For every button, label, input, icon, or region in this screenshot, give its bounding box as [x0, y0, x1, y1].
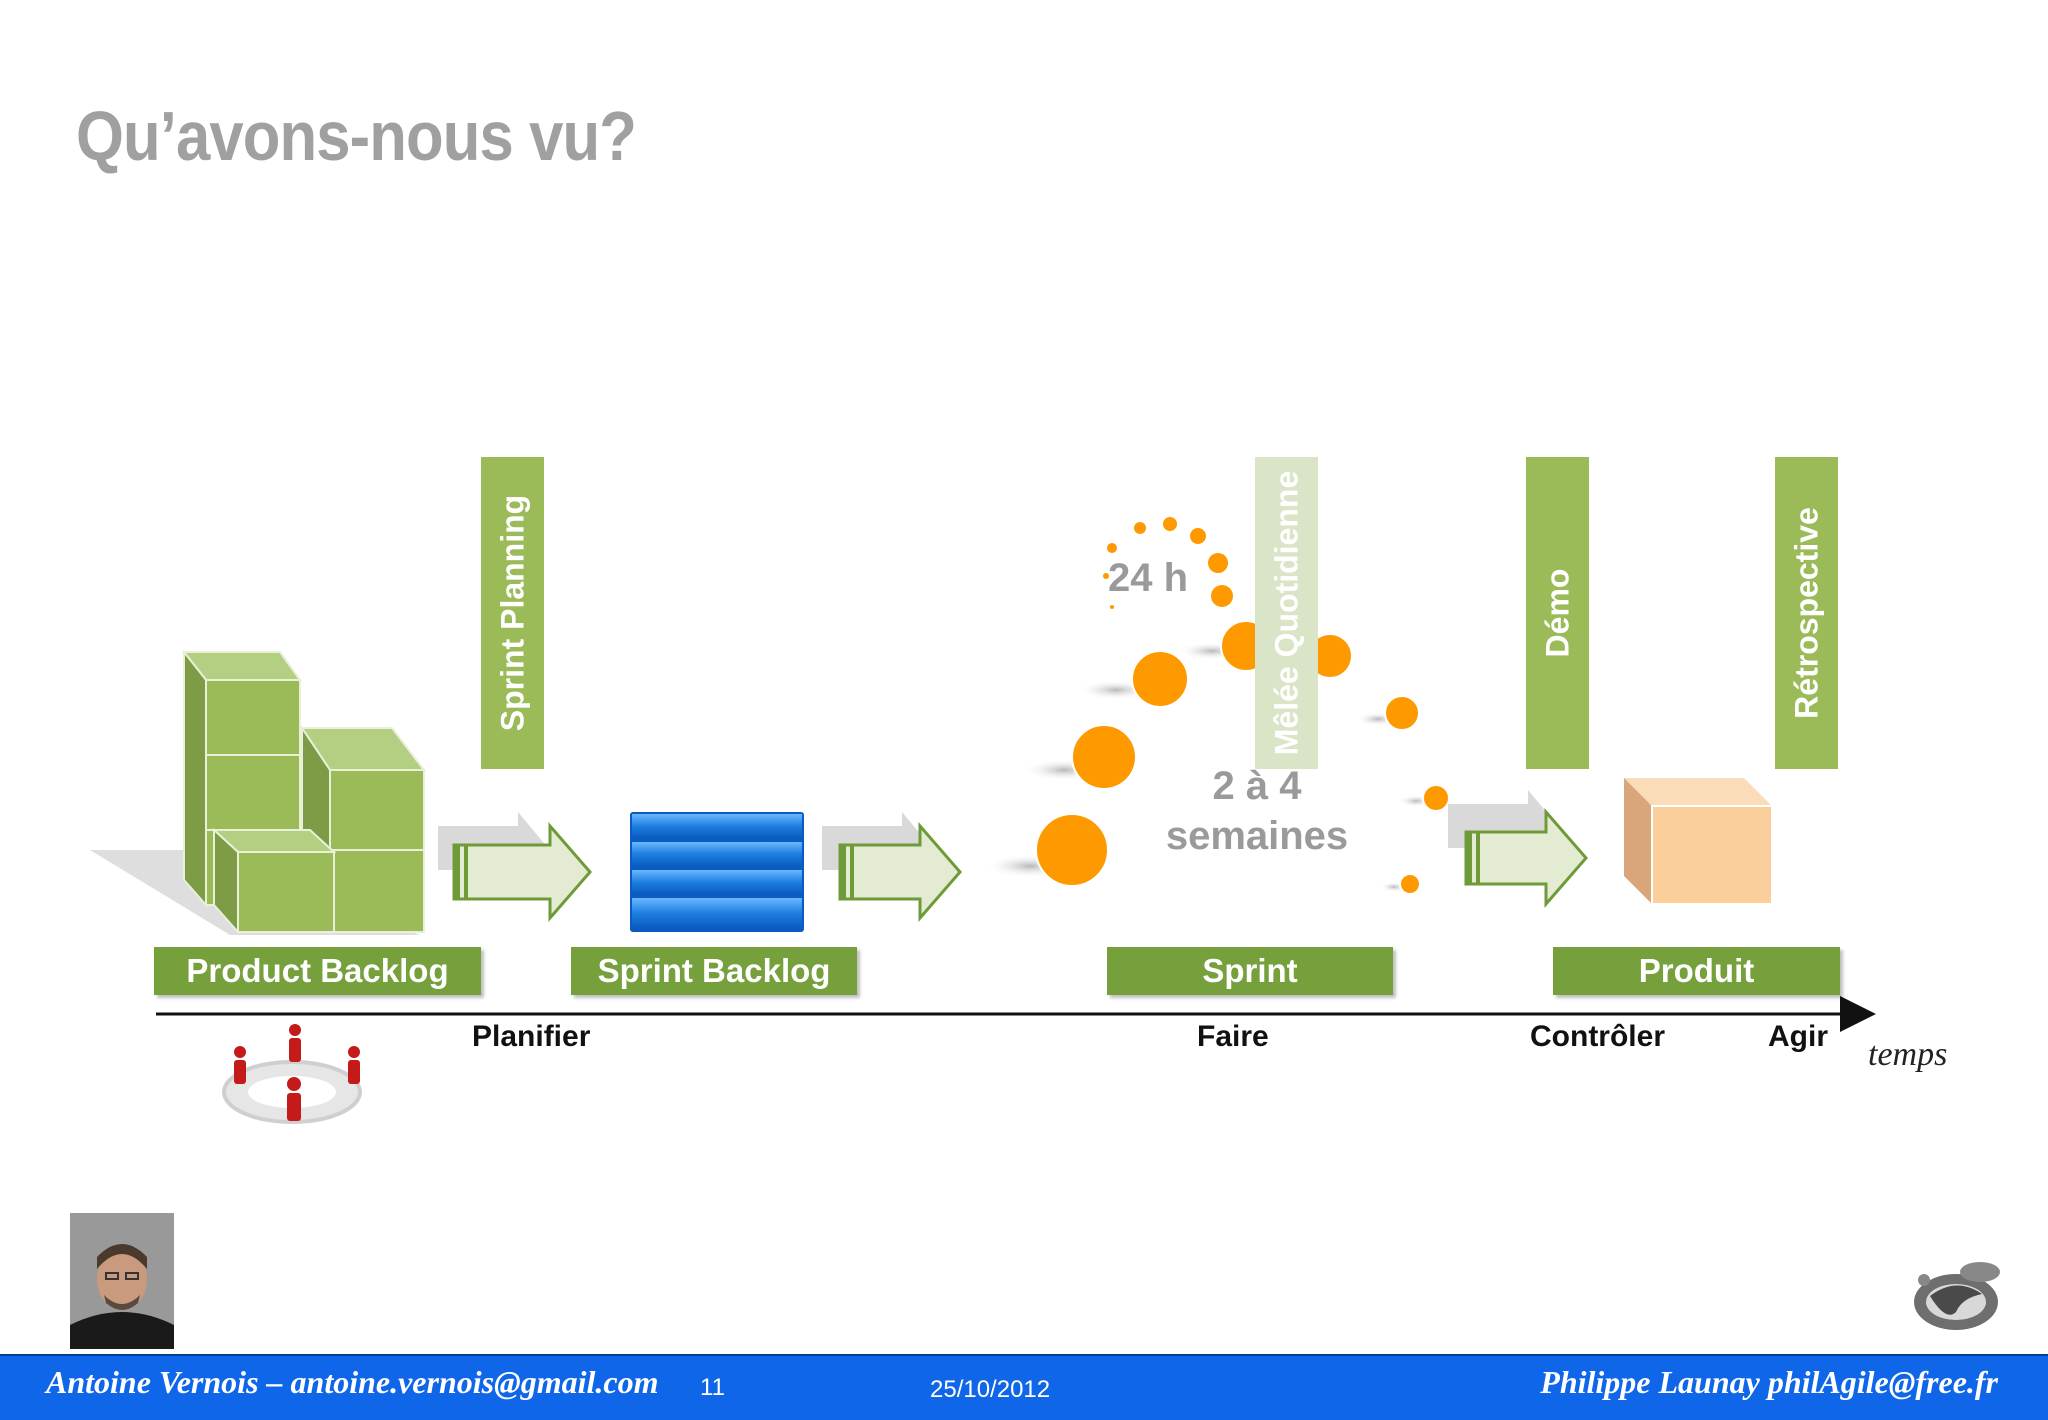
cube [329, 769, 425, 851]
team-meeting-icon [222, 1024, 362, 1124]
flow-arrow-3 [1448, 790, 1588, 909]
company-logo [1914, 1262, 2000, 1330]
phase-faire: Faire [1197, 1020, 1269, 1053]
phase-controler: Contrôler [1530, 1020, 1665, 1053]
sprint-backlog-stack [630, 812, 804, 932]
footer-date: 25/10/2012 [930, 1376, 1051, 1403]
time-axis-label: temps [1868, 1036, 1948, 1073]
product-backlog-cubes [90, 649, 427, 935]
flow-arrow-1 [438, 812, 592, 923]
cube [329, 849, 425, 933]
cube-side [183, 649, 207, 908]
flow-arrow-2 [822, 812, 962, 923]
sprint-planning-bar: Sprint Planning [481, 457, 544, 769]
daily-scrum-label: Mêlée Quotidienne [1268, 470, 1304, 756]
sprint-planning-label: Sprint Planning [494, 494, 530, 732]
phase-planifier: Planifier [472, 1020, 591, 1053]
product-box [1624, 778, 1773, 905]
footer-bar [0, 1354, 2048, 1420]
phase-agir: Agir [1768, 1020, 1828, 1053]
slide-title: Qu’avons-nous vu? [76, 97, 637, 175]
retrospective-bar: Rétrospective [1775, 457, 1838, 769]
sprint-duration-line1: 2 à 4 [1212, 764, 1302, 808]
presenter-video-thumbnail [70, 1213, 174, 1349]
daily-cycle-dots [1103, 517, 1233, 609]
product-label: Produit [1553, 947, 1840, 995]
cube [237, 851, 335, 933]
sprint-duration-line2: semaines [1165, 814, 1349, 858]
daily-cycle-label: 24 h [1108, 556, 1189, 600]
demo-label: Démo [1539, 568, 1575, 658]
sprint-label: Sprint [1107, 947, 1393, 995]
footer-page-number: 11 [700, 1374, 725, 1401]
sprint-backlog-label: Sprint Backlog [571, 947, 857, 995]
retrospective-label: Rétrospective [1788, 507, 1824, 719]
cube [205, 679, 301, 756]
footer-author-left: Antoine Vernois – antoine.vernois@gmail.… [46, 1364, 659, 1400]
product-backlog-label: Product Backlog [154, 947, 481, 995]
daily-scrum-bar: Mêlée Quotidienne [1255, 457, 1318, 769]
sprint-cycle-dots [984, 620, 1450, 895]
demo-bar: Démo [1526, 457, 1589, 769]
cube [205, 754, 301, 831]
footer-author-right: Philippe Launay philAgile@free.fr [1540, 1364, 1998, 1400]
